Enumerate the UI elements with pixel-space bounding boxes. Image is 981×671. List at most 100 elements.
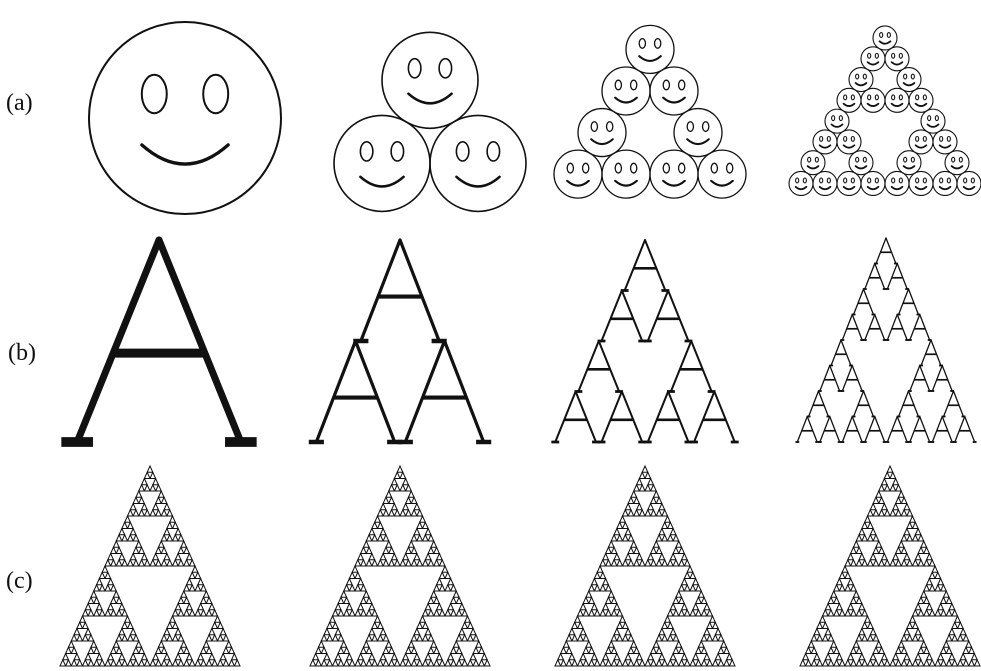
sierpinski-cell bbox=[414, 529, 420, 535]
sierpinski-cell bbox=[105, 660, 111, 666]
sierpinski-cell bbox=[668, 535, 674, 541]
sierpinski-cell bbox=[83, 660, 89, 666]
sierpinski-cell bbox=[617, 610, 623, 616]
sierpinski-cell bbox=[963, 635, 969, 641]
sierpinski-cell bbox=[434, 560, 440, 566]
letter-a-left-stroke bbox=[865, 315, 875, 341]
sierpinski-cell bbox=[201, 597, 207, 603]
face-smile bbox=[844, 104, 855, 106]
sierpinski-cell bbox=[656, 647, 662, 653]
letter-a-left-stroke bbox=[602, 392, 622, 443]
sierpinski-cell bbox=[420, 516, 426, 522]
sierpinski-cell bbox=[139, 647, 145, 653]
face-eye bbox=[959, 157, 962, 162]
sierpinski-cell bbox=[406, 547, 412, 553]
sierpinski-cell bbox=[139, 547, 145, 553]
sierpinski-cell bbox=[592, 604, 598, 610]
sierpinski-cell bbox=[623, 510, 629, 516]
sierpinski-cell bbox=[853, 641, 859, 647]
sierpinski-cell bbox=[369, 604, 375, 610]
sierpinski-cell bbox=[456, 647, 462, 653]
sierpinski-cell bbox=[631, 491, 637, 497]
sierpinski-cell bbox=[417, 522, 423, 528]
letter-a-right-stroke bbox=[875, 417, 885, 443]
letter-a-panel-4 bbox=[795, 238, 976, 442]
sierpinski-cell bbox=[383, 535, 389, 541]
sierpinski-cell bbox=[333, 622, 339, 628]
sierpinski-cell bbox=[614, 654, 620, 660]
sierpinski-cell bbox=[347, 654, 353, 660]
letter-a-right-stroke bbox=[841, 340, 851, 366]
sierpinski-cell bbox=[884, 560, 890, 566]
letter-a-left-stroke bbox=[648, 291, 668, 342]
sierpinski-cell bbox=[128, 522, 134, 528]
sierpinski-cell bbox=[417, 535, 423, 541]
sierpinski-cell bbox=[603, 554, 609, 560]
sierpinski-cell bbox=[453, 591, 459, 597]
face-smile bbox=[928, 124, 939, 126]
sierpinski-cell bbox=[645, 485, 651, 491]
sierpinski-cell bbox=[425, 554, 431, 560]
face-outline bbox=[909, 88, 933, 112]
sierpinski-cell bbox=[648, 504, 654, 510]
sierpinski-cell bbox=[811, 647, 817, 653]
sierpinski-cell bbox=[896, 485, 902, 491]
sierpinski-cell bbox=[611, 535, 617, 541]
sierpinski-cell bbox=[668, 560, 674, 566]
sierpinski-cell bbox=[817, 660, 823, 666]
sierpinski-cell bbox=[184, 660, 190, 666]
sierpinski-cell bbox=[153, 504, 159, 510]
sierpinski-cell bbox=[178, 635, 184, 641]
sierpinski-cell bbox=[150, 560, 156, 566]
sierpinski-cell bbox=[890, 560, 896, 566]
face-eye bbox=[615, 80, 621, 90]
sierpinski-cell bbox=[111, 597, 117, 603]
sierpinski-cell bbox=[201, 610, 207, 616]
face-outline bbox=[334, 115, 430, 211]
sierpinski-cell bbox=[439, 610, 445, 616]
sierpinski-cell bbox=[625, 554, 631, 560]
sierpinski-cell bbox=[589, 585, 595, 591]
face-eye bbox=[631, 80, 637, 90]
sierpinski-cell bbox=[434, 547, 440, 553]
sierpinski-cell bbox=[417, 560, 423, 566]
face-smile bbox=[820, 187, 831, 189]
sierpinski-cell bbox=[938, 579, 944, 585]
sierpinski-cell bbox=[394, 560, 400, 566]
sierpinski-cell bbox=[136, 491, 142, 497]
letter-a-right-stroke bbox=[356, 341, 395, 442]
sierpinski-cell bbox=[918, 635, 924, 641]
sierpinski-cell bbox=[586, 641, 592, 647]
sierpinski-cell bbox=[189, 660, 195, 666]
sierpinski-cell bbox=[896, 510, 902, 516]
sierpinski-cell bbox=[406, 660, 412, 666]
sierpinski-cell bbox=[113, 591, 119, 597]
sierpinski-cell bbox=[659, 529, 665, 535]
sierpinski-cell bbox=[116, 647, 122, 653]
sierpinski-cell bbox=[670, 629, 676, 635]
sierpinski-cell bbox=[439, 585, 445, 591]
sierpinski-cell bbox=[130, 529, 136, 535]
sierpinski-cell bbox=[184, 647, 190, 653]
sierpinski-cell bbox=[111, 585, 117, 591]
sierpinski-cell bbox=[414, 654, 420, 660]
sierpinski-cell bbox=[890, 472, 896, 478]
face-smile bbox=[880, 41, 891, 43]
face-outline bbox=[837, 88, 861, 112]
sierpinski-cell bbox=[414, 554, 420, 560]
sierpinski-cell bbox=[316, 647, 322, 653]
sierpinski-cell bbox=[676, 591, 682, 597]
sierpinski-cell bbox=[679, 660, 685, 666]
face-smile bbox=[868, 104, 879, 106]
sierpinski-cell bbox=[955, 616, 961, 622]
face-smile bbox=[916, 187, 927, 189]
sierpinski-cell bbox=[606, 560, 612, 566]
sierpinski-cell bbox=[349, 585, 355, 591]
sierpinski-cell bbox=[411, 660, 417, 666]
sierpinski-cell bbox=[814, 654, 820, 660]
sierpinski-cell bbox=[158, 541, 164, 547]
face-eye bbox=[947, 178, 950, 183]
sierpinski-cell bbox=[338, 635, 344, 641]
sierpinski-cell bbox=[119, 629, 125, 635]
sierpinski-cell bbox=[366, 610, 372, 616]
